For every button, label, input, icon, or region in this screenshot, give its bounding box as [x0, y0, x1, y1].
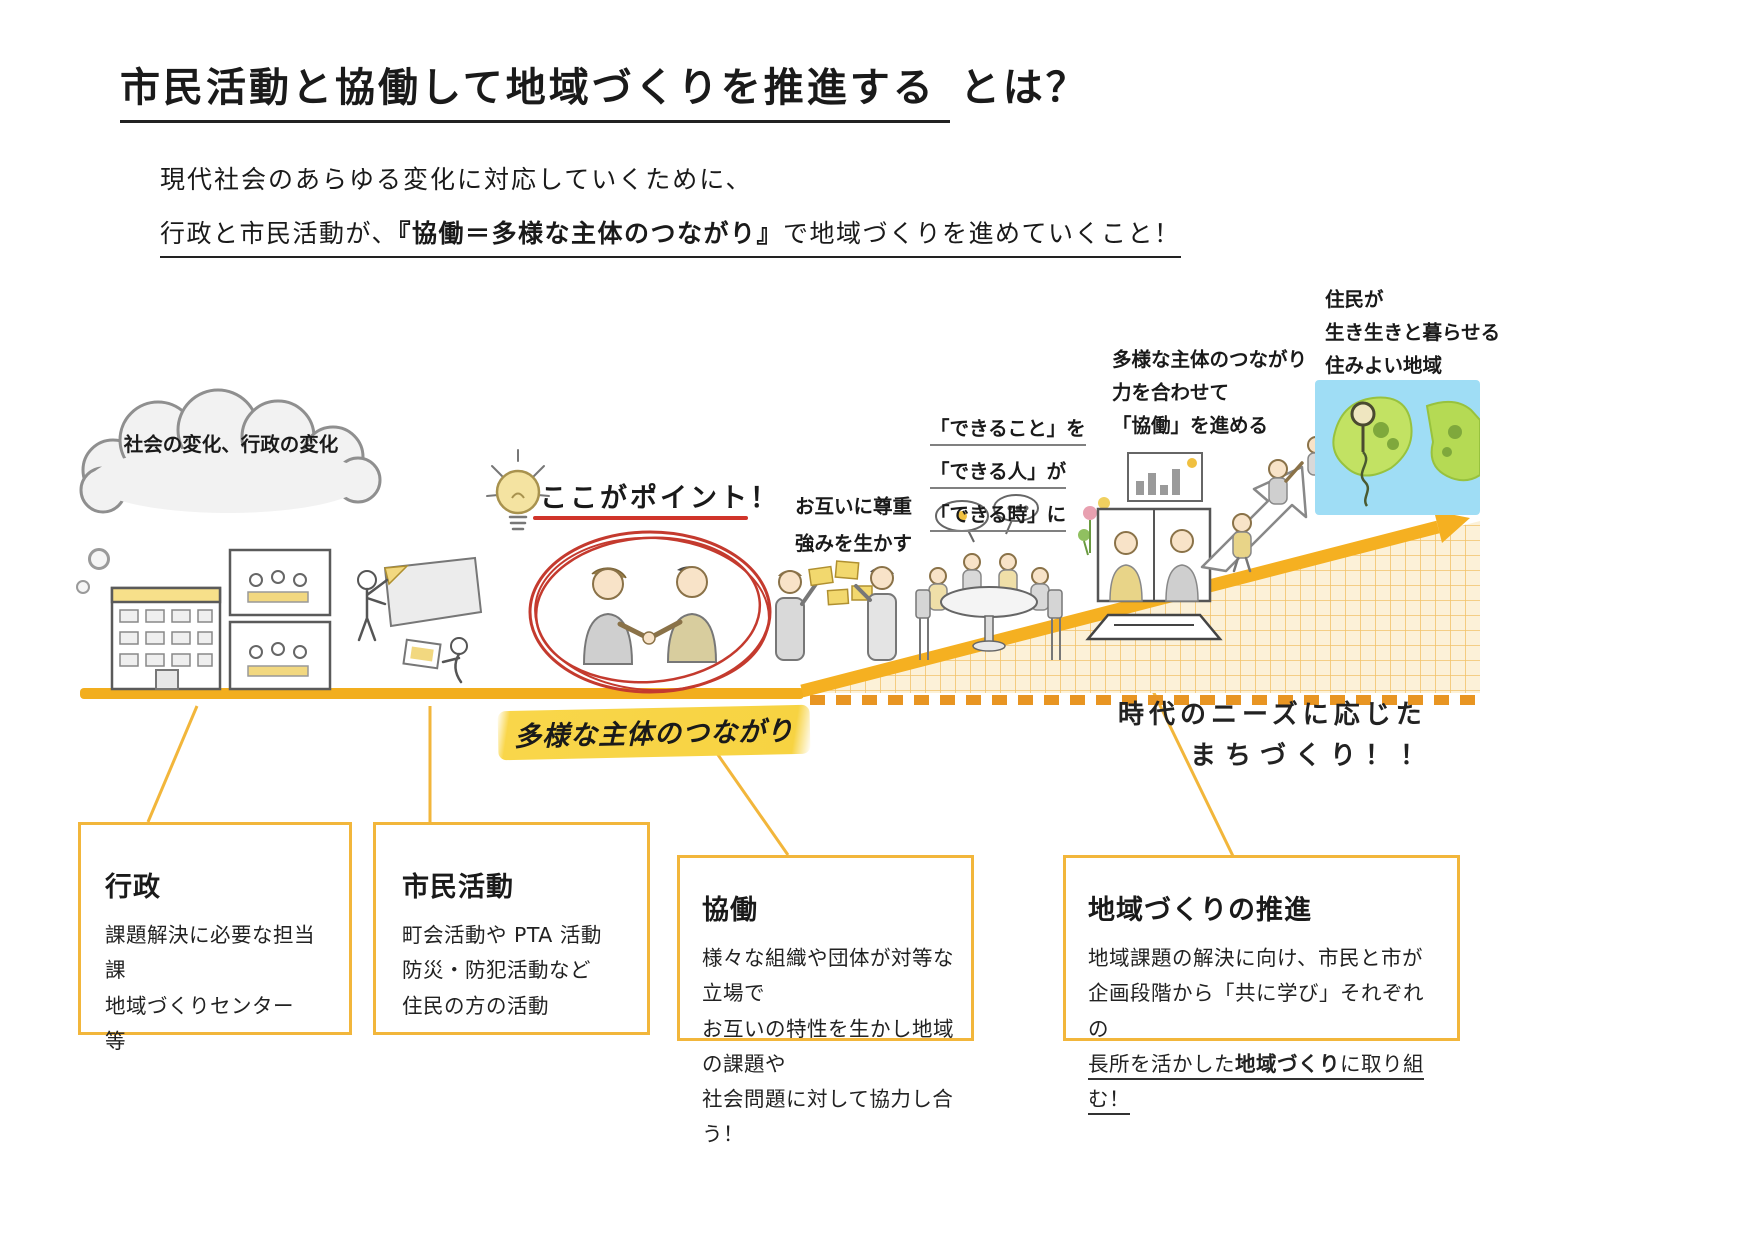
thought-dot-large	[88, 548, 110, 570]
city-hall-building	[110, 548, 332, 691]
thought-cloud	[79, 388, 382, 514]
arrow-shaft	[800, 520, 1440, 698]
box-gyosei: 行政 課題解決に必要な担当課 地域づくりセンター 等	[78, 822, 352, 1053]
box-shimin-katsudo: 市民活動 町会活動や PTA 活動 防災・防犯活動など 住民の方の活動	[373, 822, 650, 1035]
box-gyosei-body: 課題解決に必要な担当課 地域づくりセンター 等	[105, 923, 315, 1053]
handshake-red-circle	[528, 530, 772, 694]
box-shimin-katsudo-body: 町会活動や PTA 活動 防災・防犯活動など 住民の方の活動	[402, 923, 602, 1018]
citizens-posters	[357, 556, 483, 684]
round-table-discussion	[915, 494, 1063, 660]
respect-label: お互いに尊重 強みを生かす	[795, 495, 913, 555]
page-title-suffix: とは？	[959, 65, 1089, 111]
box-chiiki-suishin-body: 地域課題の解決に向け、市民と市が 企画段階から「共に学び」それぞれの 長所を活か…	[1088, 941, 1443, 1117]
page-title: 市民活動と協働して地域づくりを推進するとは？	[120, 55, 1089, 123]
baseline-highlight-label: 多様な主体のつながり	[497, 704, 811, 761]
needs-line-2: まちづくり！！	[1190, 741, 1436, 771]
thought-dot-small	[76, 580, 90, 594]
box-gyosei-title: 行政	[105, 872, 161, 903]
box-kyodo-title: 協働	[702, 895, 758, 926]
box-chiiki-suishin: 地域づくりの推進 地域課題の解決に向け、市民と市が 企画段階から「共に学び」それ…	[1063, 855, 1460, 1115]
cloud-label: 社会の変化、行政の変化	[123, 433, 339, 456]
jumin-labels: 住民が 生き生きと暮らせる 住みよい地域	[1325, 288, 1501, 377]
box-shimin-katsudo-title: 市民活動	[402, 872, 514, 903]
intro-line-2: 行政と市民活動が、『協働＝多様な主体のつながり』で地域づくりを進めていくこと！	[160, 214, 1181, 258]
lightbulb-icon	[486, 449, 550, 531]
needs-line-1: 時代のニーズに応じた	[1118, 700, 1427, 730]
point-callout-underline	[533, 516, 748, 520]
page-title-underlined: 市民活動と協働して地域づくりを推進する	[120, 65, 950, 123]
point-callout: ここがポイント！	[540, 483, 780, 514]
box-kyodo: 協働 様々な組織や団体が対等な立場で お互いの特性を生かし地域の課題や 社会問題…	[677, 855, 974, 1146]
card-discussion	[775, 560, 897, 661]
arrow-head	[1434, 511, 1470, 543]
region-map-pin	[1315, 380, 1480, 515]
baseline-bar	[80, 688, 804, 699]
dekiru-labels: 「できること」を 「できる人」が 「できる時」に	[930, 412, 1086, 541]
kyodo-labels: 多様な主体のつながり 力を合わせて 「協働」を進める	[1112, 348, 1308, 437]
box-kyodo-body: 様々な組織や団体が対等な立場で お互いの特性を生かし地域の課題や 社会問題に対し…	[702, 946, 954, 1147]
intro-line-1: 現代社会のあらゆる変化に対応していくために、	[160, 165, 753, 194]
online-meeting-laptop	[1078, 452, 1223, 641]
box-chiiki-suishin-title: 地域づくりの推進	[1088, 895, 1312, 926]
